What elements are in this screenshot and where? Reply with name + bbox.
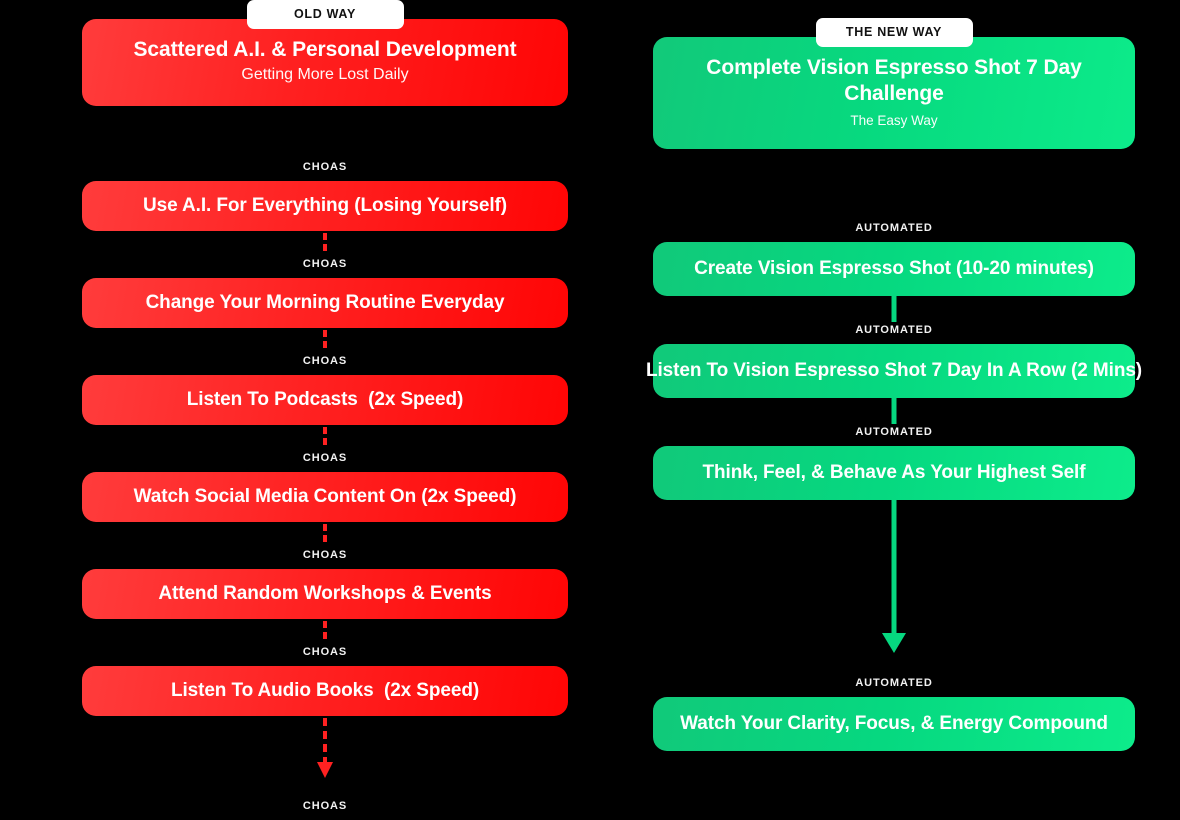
old-way-badge-wrap: OLD WAY	[82, 0, 568, 29]
old-way-column: OLD WAY Scattered A.I. & Personal Develo…	[82, 0, 568, 820]
old-way-connector-3	[82, 425, 568, 453]
old-way-header-title: Scattered A.I. & Personal Development	[133, 38, 517, 61]
old-way-step-label-5: CHOAS	[302, 549, 348, 562]
new-way-header-card[interactable]: Complete Vision Espresso Shot 7 Day Chal…	[653, 37, 1135, 150]
new-way-step-2[interactable]: Listen To Vision Espresso Shot 7 Day In …	[646, 344, 1142, 399]
spacer	[82, 270, 568, 278]
dashed-line-icon	[323, 621, 327, 644]
old-way-step-label-2: CHOAS	[302, 258, 348, 271]
old-way-connector-5	[82, 619, 568, 647]
spacer	[653, 438, 1135, 446]
new-way-header-gap	[653, 149, 1135, 223]
line-icon	[891, 398, 897, 425]
spacer	[82, 561, 568, 569]
old-way-step-3[interactable]: Listen To Podcasts (2x Speed)	[82, 375, 568, 426]
spacer	[82, 658, 568, 666]
old-way-header-card[interactable]: Scattered A.I. & Personal Development Ge…	[82, 19, 568, 107]
spacer	[653, 689, 1135, 697]
spacer	[653, 234, 1135, 242]
dashed-line-icon	[323, 524, 327, 547]
old-way-header-gap	[82, 106, 568, 162]
line-icon	[891, 296, 897, 323]
new-way-header-subtitle: The Easy Way	[850, 112, 938, 128]
spacer	[82, 173, 568, 181]
dashed-arrow-down-icon	[317, 718, 333, 779]
new-way-badge-wrap: THE NEW WAY	[653, 18, 1135, 47]
old-way-connector-6	[82, 716, 568, 801]
old-way-step-2[interactable]: Change Your Morning Routine Everyday	[82, 278, 568, 329]
new-way-connector-2	[653, 398, 1135, 427]
new-way-step-label-2: AUTOMATED	[855, 324, 933, 337]
dashed-line-icon	[323, 233, 327, 256]
dashed-line-icon	[323, 427, 327, 450]
old-way-step-label-4: CHOAS	[302, 452, 348, 465]
new-way-step-3[interactable]: Think, Feel, & Behave As Your Highest Se…	[653, 446, 1135, 501]
new-way-step-label-1: AUTOMATED	[855, 222, 933, 235]
spacer	[82, 464, 568, 472]
old-way-badge[interactable]: OLD WAY	[246, 0, 404, 29]
old-way-step-label-7: CHOAS	[302, 800, 348, 813]
new-way-badge[interactable]: THE NEW WAY	[815, 18, 973, 47]
new-way-step-label-4: AUTOMATED	[855, 677, 933, 690]
new-way-step-4[interactable]: Watch Your Clarity, Focus, & Energy Comp…	[653, 697, 1135, 752]
new-way-connector-1	[653, 296, 1135, 325]
old-way-connector-4	[82, 522, 568, 550]
new-way-header-title: Complete Vision Espresso Shot 7 Day Chal…	[706, 56, 1082, 106]
old-way-step-1[interactable]: Use A.I. For Everything (Losing Yourself…	[82, 181, 568, 232]
old-way-step-5[interactable]: Attend Random Workshops & Events	[82, 569, 568, 620]
old-way-header-subtitle: Getting More Lost Daily	[241, 66, 409, 84]
old-way-step-label-1: CHOAS	[302, 161, 348, 174]
new-way-step-label-3: AUTOMATED	[855, 426, 933, 439]
arrow-down-icon	[882, 500, 906, 654]
old-way-step-4[interactable]: Watch Social Media Content On (2x Speed)	[82, 472, 568, 523]
old-way-step-6[interactable]: Listen To Audio Books (2x Speed)	[82, 666, 568, 717]
spacer	[82, 812, 568, 820]
spacer	[653, 336, 1135, 344]
old-way-connector-1	[82, 231, 568, 259]
new-way-connector-3	[653, 500, 1135, 678]
spacer	[82, 367, 568, 375]
old-way-step-label-6: CHOAS	[302, 646, 348, 659]
new-way-step-1[interactable]: Create Vision Espresso Shot (10-20 minut…	[653, 242, 1135, 297]
old-way-step-label-3: CHOAS	[302, 355, 348, 368]
old-way-connector-2	[82, 328, 568, 356]
new-way-column: THE NEW WAY Complete Vision Espresso Sho…	[646, 18, 1142, 752]
dashed-line-icon	[323, 330, 327, 353]
